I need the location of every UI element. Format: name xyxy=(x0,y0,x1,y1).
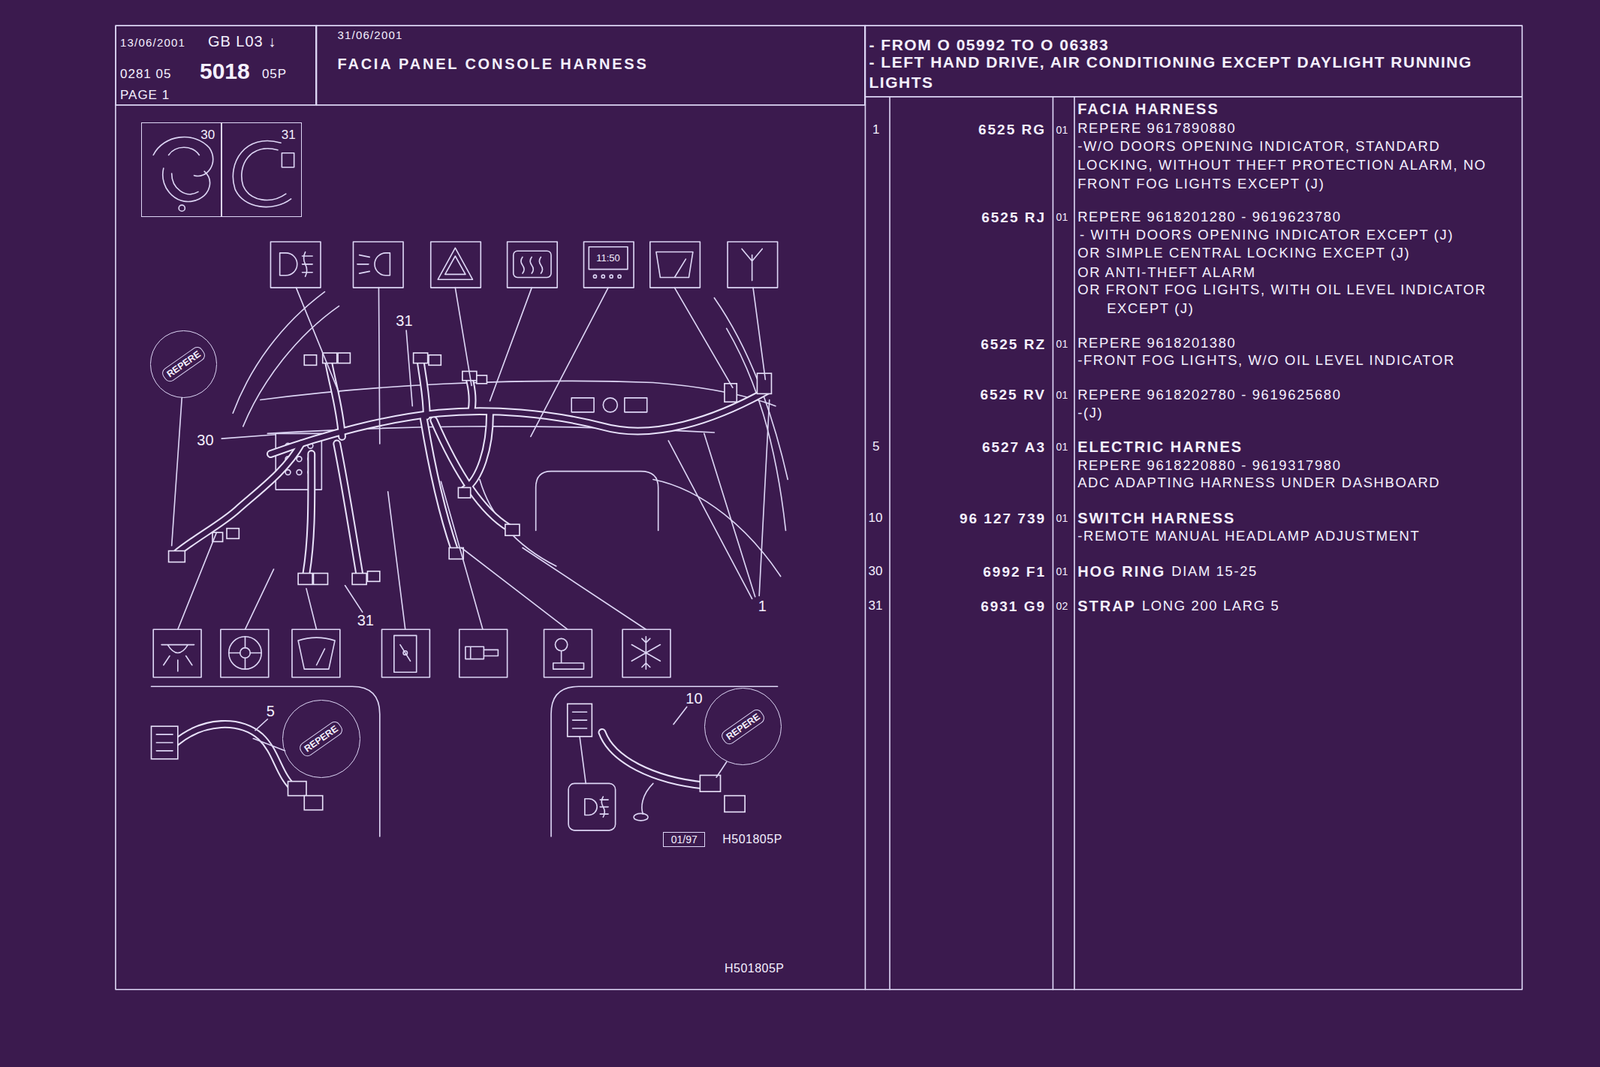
header-text: PAGE 1 xyxy=(120,87,170,104)
part-number: 6525 RZ xyxy=(980,334,1046,354)
item-number: 31 xyxy=(868,597,883,615)
part-number: 6525 RV xyxy=(979,385,1046,404)
quantity: 01 xyxy=(1056,210,1069,224)
date-box: 01/97 xyxy=(662,831,706,847)
callout-number: 30 xyxy=(200,126,215,144)
part-note: DIAM 15-25 xyxy=(1171,562,1258,581)
header-box: 13/06/2001 GB L03 ↓ 0281 05 5018 05P PAGE 1 xyxy=(115,25,317,106)
part-number: 96 127 739 xyxy=(959,509,1046,528)
part-icon-box: 30 xyxy=(141,122,222,217)
part-note: OR FRONT FOG LIGHTS, WITH OIL LEVEL INDI… xyxy=(1077,280,1517,318)
part-number: 6525 RJ xyxy=(981,207,1046,227)
hog-ring-and-strap xyxy=(153,136,294,211)
harness-wires-inner xyxy=(175,361,768,791)
callout-number: 31 xyxy=(357,610,374,630)
part-note: -W/O DOORS OPENING INDICATOR, STANDARD L… xyxy=(1077,136,1517,193)
quantity: 01 xyxy=(1056,388,1069,402)
header-text: 0281 05 xyxy=(120,66,172,83)
quantity: 01 xyxy=(1056,511,1069,525)
part-number: 6931 G9 xyxy=(980,596,1046,616)
part-note: ADC ADAPTING HARNESS UNDER DASHBOARD xyxy=(1077,473,1441,492)
harness-wires xyxy=(175,361,768,791)
callout-number: 30 xyxy=(196,430,214,450)
header-text: - LEFT HAND DRIVE, AIR CONDITIONING EXCE… xyxy=(869,51,1508,93)
item-number: 30 xyxy=(868,563,883,580)
part-heading: STRAP xyxy=(1077,596,1136,616)
header-text: 13/06/2001 xyxy=(120,35,186,51)
header-box: - FROM O 05992 TO O 06383- LEFT HAND DRI… xyxy=(864,25,1522,97)
repere-tag: REPERE xyxy=(159,344,208,385)
quantity: 02 xyxy=(1056,599,1069,613)
callout-number: 10 xyxy=(685,688,703,709)
repere-circle: REPERE xyxy=(150,330,218,398)
repere-tag: REPERE xyxy=(297,719,345,760)
header-text: 31/06/2001 xyxy=(337,27,403,43)
item-number: 10 xyxy=(868,509,883,527)
part-note: LONG 200 LARG 5 xyxy=(1141,596,1280,615)
part-note: REPERE 9617890880 xyxy=(1077,119,1236,138)
repere-tag: REPERE xyxy=(719,706,767,747)
header-text: 5018 xyxy=(199,56,251,86)
quantity: 01 xyxy=(1056,123,1069,137)
part-note: -REMOTE MANUAL HEADLAMP ADJUSTMENT xyxy=(1077,527,1420,546)
header-text: 05P xyxy=(262,66,287,83)
callout-number: 1 xyxy=(758,596,767,616)
repere-circle: REPERE xyxy=(704,687,782,766)
drawing-code: H501805P xyxy=(724,960,785,977)
page-frame xyxy=(115,25,1522,990)
part-heading: ELECTRIC HARNES xyxy=(1077,436,1243,457)
part-heading: FACIA HARNESS xyxy=(1077,99,1220,119)
item-number: 1 xyxy=(872,121,880,139)
header-box: 31/06/2001FACIA PANEL CONSOLE HARNESS xyxy=(316,25,865,106)
callout-number: 31 xyxy=(281,126,296,144)
symbol-boxes xyxy=(153,241,778,678)
callout-number: 5 xyxy=(266,701,275,721)
header-text: - FROM O 05992 TO O 06383 xyxy=(869,34,1110,55)
part-note: -FRONT FOG LIGHTS, W/O OIL LEVEL INDICAT… xyxy=(1077,351,1456,370)
part-number: 6992 F1 xyxy=(982,562,1046,582)
date-code: 01/97 xyxy=(671,832,698,847)
leader-lines xyxy=(171,287,770,778)
repere-circle: REPERE xyxy=(282,699,360,778)
part-note: REPERE 9618202780 - 9619625680 xyxy=(1077,385,1341,404)
sub-panel-parts xyxy=(156,711,654,831)
quantity: 01 xyxy=(1056,564,1069,579)
part-note: OR ANTI-THEFT ALARM xyxy=(1077,263,1257,282)
part-note: - WITH DOORS OPENING INDICATOR EXCEPT (J… xyxy=(1079,225,1454,245)
quantity: 01 xyxy=(1056,337,1069,351)
part-number: 6527 A3 xyxy=(982,437,1046,457)
item-number: 5 xyxy=(872,438,880,455)
part-icon-box: 31 xyxy=(221,122,302,217)
part-note: -(J) xyxy=(1077,403,1103,422)
part-heading: SWITCH HARNESS xyxy=(1077,508,1236,528)
callout-number: 31 xyxy=(395,310,413,331)
clock-display: 11:50 xyxy=(596,251,621,265)
drawing-title: FACIA PANEL CONSOLE HARNESS xyxy=(337,54,648,74)
part-number: 6525 RG xyxy=(978,120,1046,139)
header-text: GB L03 ↓ xyxy=(207,31,277,52)
part-note: REPERE 9618201380 xyxy=(1077,334,1236,353)
harness-connectors xyxy=(150,352,772,812)
quantity: 01 xyxy=(1056,439,1069,454)
part-note: REPERE 9618220880 - 9619317980 xyxy=(1077,456,1341,475)
part-note: OR SIMPLE CENTRAL LOCKING EXCEPT (J) xyxy=(1077,244,1411,263)
drawing-code: H501805P xyxy=(722,831,783,847)
part-note: REPERE 9618201280 - 9619623780 xyxy=(1077,207,1341,226)
part-heading: HOG RING xyxy=(1077,561,1166,582)
